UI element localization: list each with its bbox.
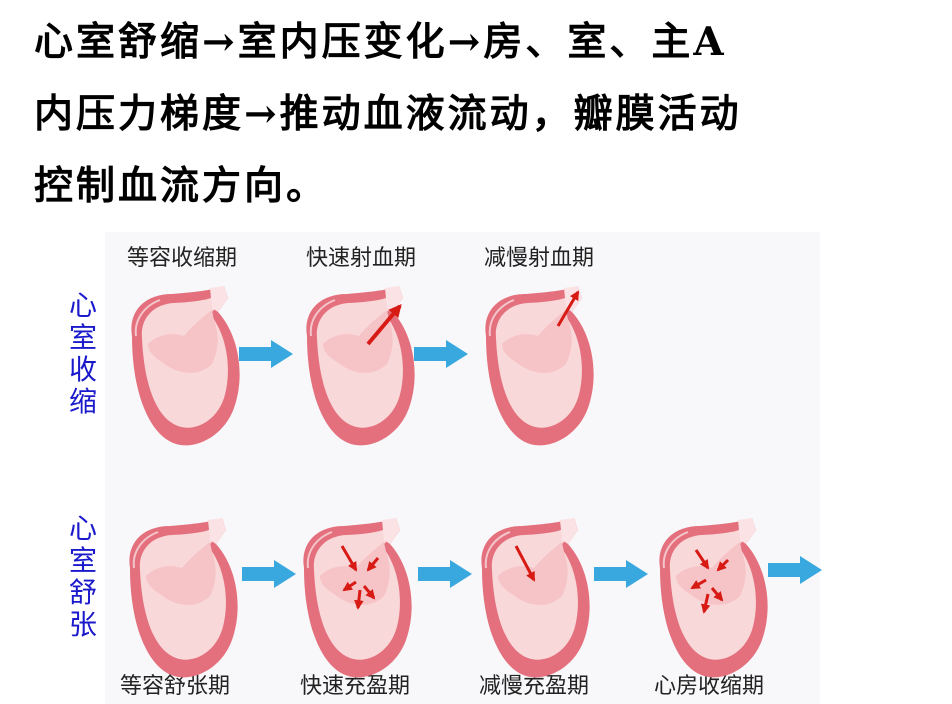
- heart-atrial-systole: [659, 518, 767, 677]
- heart-rapid-filling: [303, 518, 411, 677]
- flow-arrow: [594, 560, 648, 588]
- heart-isovolumic-contraction: [131, 286, 239, 445]
- heart-reduced-ejection: [485, 286, 593, 445]
- heart-reduced-filling: [481, 518, 589, 677]
- flow-arrow: [239, 340, 293, 368]
- flow-arrow: [414, 340, 468, 368]
- flow-arrow: [242, 560, 296, 588]
- heart-isovolumic-relaxation: [129, 518, 237, 677]
- flow-arrow: [768, 556, 822, 584]
- flow-arrow: [418, 560, 472, 588]
